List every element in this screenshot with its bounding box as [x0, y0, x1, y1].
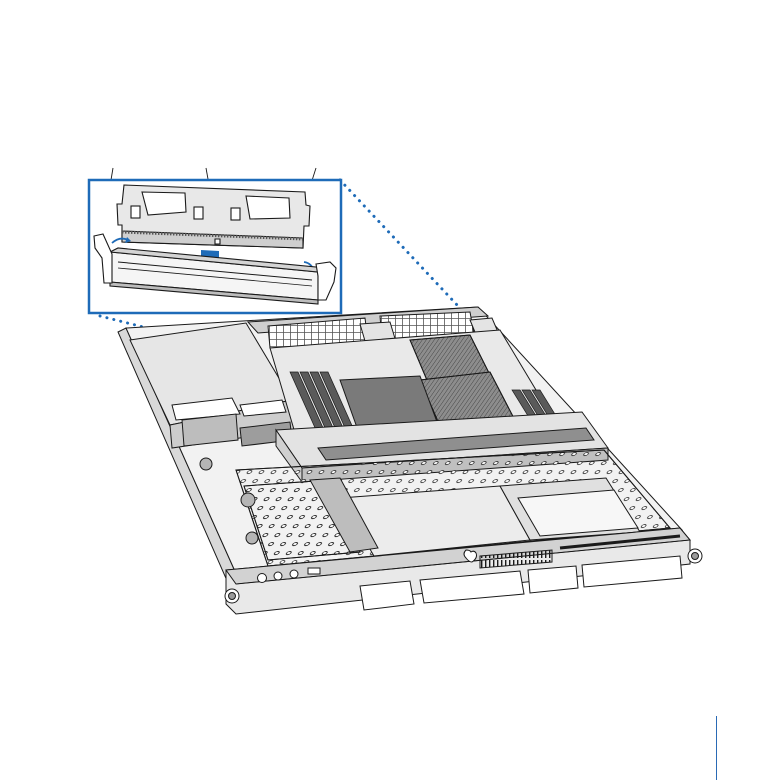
- apple-logo-icon: [463, 549, 477, 563]
- front-bay-2: [419, 570, 525, 604]
- indicator-light-icon: [273, 571, 283, 581]
- front-bay-3: [527, 565, 579, 594]
- front-bay-1: [359, 580, 415, 611]
- drive-bays: [243, 477, 641, 561]
- server-chassis: [117, 306, 703, 615]
- front-panel: [225, 527, 691, 615]
- ejector-clip-left: [93, 233, 113, 284]
- thumbscrews: [224, 548, 703, 604]
- front-bay-4: [581, 555, 683, 588]
- power-button-icon: [257, 573, 267, 583]
- inset-panel: [87, 178, 343, 315]
- memory-module: [116, 184, 311, 249]
- fans: [199, 457, 259, 545]
- usb-port-icon: [307, 567, 321, 575]
- system-id-button-icon: [289, 569, 299, 579]
- ejector-clip-right: [315, 261, 337, 301]
- ejector-clips: [93, 233, 337, 301]
- page-margin-rule: [716, 716, 717, 780]
